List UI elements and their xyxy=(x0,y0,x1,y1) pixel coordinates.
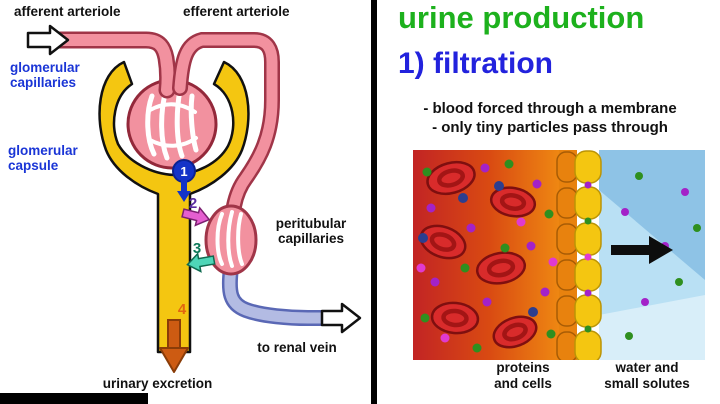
solute-particles xyxy=(416,159,701,353)
heading-filtration: 1) filtration xyxy=(398,47,553,80)
label-to-renal-vein: to renal vein xyxy=(257,340,337,355)
svg-text:1: 1 xyxy=(180,164,187,179)
filtration-bullets: - blood forced through a membrane - only… xyxy=(388,100,712,138)
bullet-membrane: - blood forced through a membrane xyxy=(423,100,677,117)
label-efferent-arteriole: efferent arteriole xyxy=(183,4,290,19)
svg-text:3: 3 xyxy=(193,240,201,257)
bullet-particles: - only tiny particles pass through xyxy=(432,118,668,136)
red-blood-cells xyxy=(419,160,538,349)
label-glomerular-capillaries: glomerular capillaries xyxy=(10,60,80,91)
peritubular-capillaries-vessel xyxy=(204,204,258,276)
glomerular-capsule-shape xyxy=(98,60,250,354)
step-3-marker: 3 xyxy=(186,240,216,273)
filtrate-flow-arrow xyxy=(611,236,673,264)
renal-vein-outflow-arrow xyxy=(320,302,362,334)
label-glomerular-capsule: glomerular capsule xyxy=(8,143,78,174)
step-1-marker: 1 xyxy=(172,159,196,202)
step-4-marker: 4 xyxy=(159,301,189,373)
svg-text:4: 4 xyxy=(178,301,187,318)
step-2-marker: 2 xyxy=(181,195,211,227)
label-urinary-excretion: urinary excretion xyxy=(102,376,213,391)
label-peritubular-capillaries: peritubular capillaries xyxy=(275,216,347,247)
nephron-diagram: 1 2 3 4 xyxy=(26,24,362,373)
caption-water-small-solutes: water and small solutes xyxy=(604,360,690,391)
efferent-arteriole-vessel xyxy=(172,32,280,214)
blood-inflow-arrow xyxy=(26,24,70,56)
svg-text:2: 2 xyxy=(189,195,197,212)
membrane xyxy=(556,150,602,360)
watermark-bar xyxy=(0,393,148,404)
panel-divider xyxy=(371,0,377,404)
renal-vein-vessel xyxy=(221,260,332,326)
filtration-illustration xyxy=(413,150,705,360)
title-urine-production: urine production xyxy=(398,0,645,35)
afferent-arteriole-vessel xyxy=(43,31,177,99)
label-afferent-arteriole: afferent arteriole xyxy=(14,4,121,19)
caption-proteins-and-cells: proteins and cells xyxy=(494,360,552,391)
